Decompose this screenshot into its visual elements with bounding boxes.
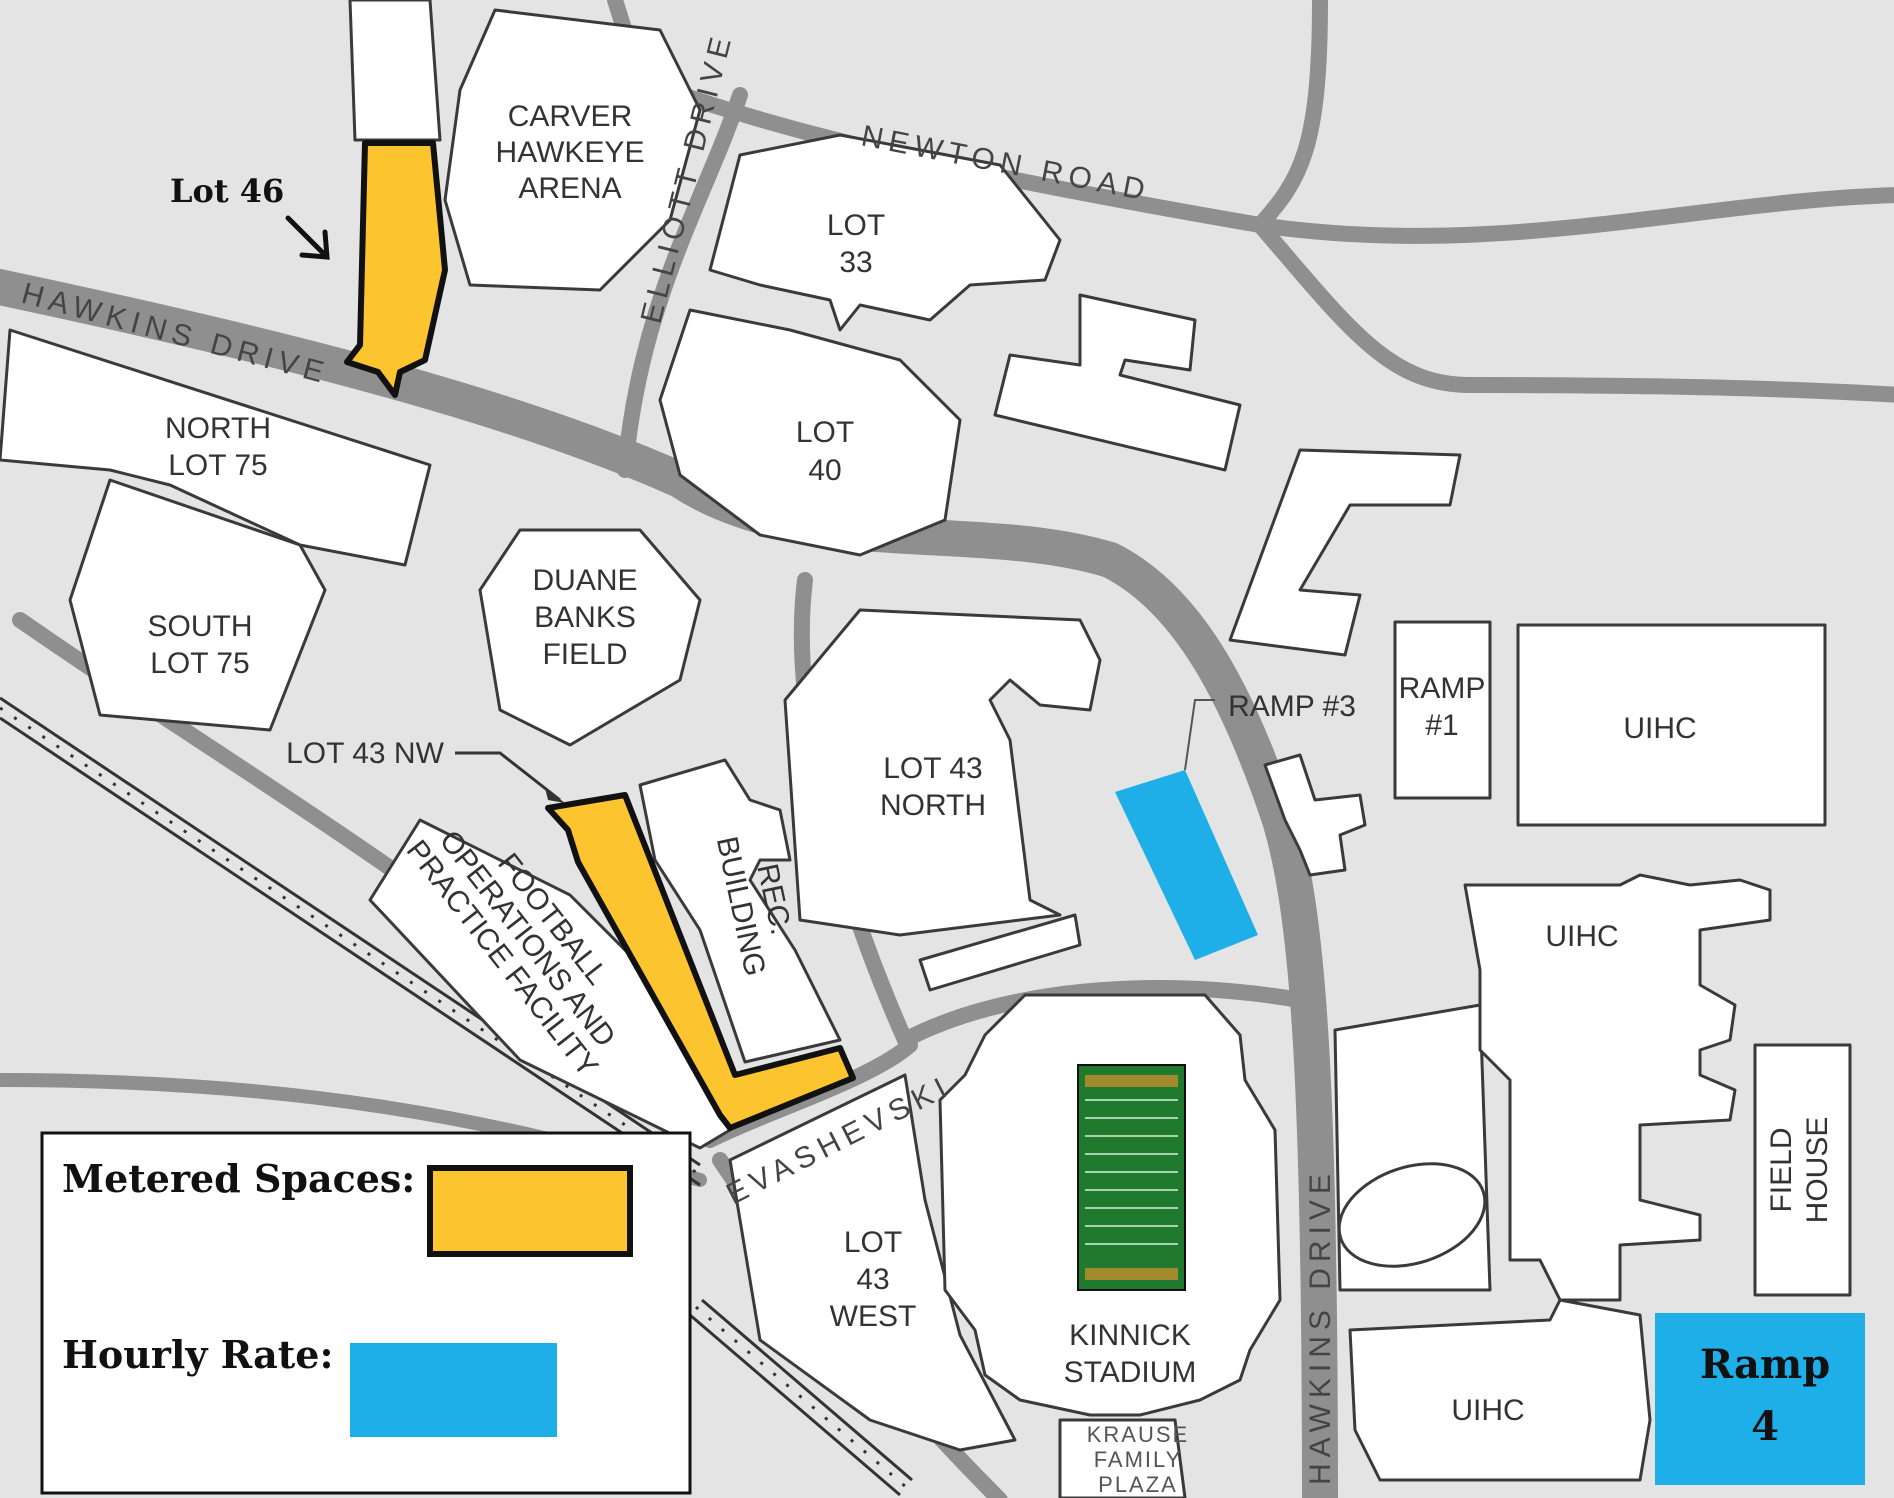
krause-plaza-label-2: FAMILY bbox=[1094, 1447, 1183, 1472]
kinnick-stadium-label-2: STADIUM bbox=[1064, 1356, 1197, 1389]
h-shaped-building bbox=[993, 293, 1242, 472]
carver-arena-label-3: ARENA bbox=[518, 172, 621, 205]
lot-43-nw-metered-area[interactable] bbox=[545, 792, 856, 1131]
lot-43-nw-leader-arrowhead bbox=[545, 788, 565, 803]
lot-43-north-shape bbox=[783, 608, 1102, 937]
legend-hourly-swatch bbox=[350, 1343, 557, 1437]
legend-hourly-label: Hourly Rate: bbox=[62, 1332, 333, 1377]
duane-banks-label-2: BANKS bbox=[534, 601, 636, 634]
north-lot-75-shape bbox=[0, 328, 432, 567]
duane-banks-field-shape bbox=[478, 528, 702, 747]
ramp-1-label-1: RAMP bbox=[1399, 672, 1486, 705]
south-lot-75-shape bbox=[68, 478, 327, 732]
legend-metered-swatch bbox=[427, 1165, 633, 1257]
lot-46-metered-area[interactable] bbox=[344, 140, 448, 398]
north-loop-road bbox=[1252, 217, 1894, 403]
uihc-middle-label: UIHC bbox=[1545, 920, 1618, 953]
carver-arena-label-1: CARVER bbox=[508, 100, 632, 133]
lot-33-label-2: 33 bbox=[839, 246, 872, 279]
ramp-4-label-2: 4 bbox=[1751, 1403, 1779, 1450]
lot-43-north-label-1: LOT 43 bbox=[883, 752, 983, 785]
football-facility-shape bbox=[368, 818, 732, 1150]
uihc-bottom-label: UIHC bbox=[1451, 1394, 1524, 1427]
c-shaped-building bbox=[1228, 448, 1462, 657]
north-lot-75-label-1: NORTH bbox=[165, 412, 271, 445]
lot-43-nw-leader-line bbox=[455, 751, 561, 802]
lot-43-north-label-2: NORTH bbox=[880, 789, 986, 822]
uihc-middle-complex bbox=[1463, 873, 1772, 1302]
lot-33-label-1: LOT bbox=[827, 209, 885, 242]
ramp-1-label-2: #1 bbox=[1425, 709, 1458, 742]
krause-plaza-shape bbox=[1058, 1418, 1187, 1498]
hawkins-drive-east-label: HAWKINS DRIVE bbox=[1304, 1168, 1337, 1485]
ramp-3-structure bbox=[1263, 753, 1367, 877]
east-oval bbox=[1337, 1162, 1487, 1268]
south-lot-75-label-2: LOT 75 bbox=[150, 647, 250, 680]
rec-building-shape bbox=[638, 758, 842, 1064]
lot-43-west-shape bbox=[728, 1073, 1017, 1452]
carver-arena-label-2: HAWKEYE bbox=[496, 136, 645, 169]
north-lot-75-label-2: LOT 75 bbox=[168, 449, 268, 482]
ramp-4-hourly-area[interactable] bbox=[1655, 1313, 1865, 1485]
lot-43-west-label-1: LOT bbox=[844, 1226, 902, 1259]
lot-43-west-label-3: WEST bbox=[830, 1300, 917, 1333]
north-top-building bbox=[348, 0, 442, 142]
ramp-1-building bbox=[1393, 620, 1492, 800]
kinnick-north-road bbox=[897, 980, 1308, 1048]
south-lot-75-label-1: SOUTH bbox=[148, 610, 253, 643]
uihc-top-building bbox=[1516, 623, 1827, 827]
krause-plaza-label-3: PLAZA bbox=[1098, 1472, 1178, 1497]
field-house-label: FIELD HOUSE bbox=[1765, 1117, 1834, 1224]
lot-40-label-1: LOT bbox=[796, 416, 854, 449]
lot-40-label-2: 40 bbox=[808, 454, 841, 487]
carver-hawkeye-arena bbox=[443, 8, 702, 292]
lot-43-north-strip bbox=[918, 913, 1082, 992]
ramp-4-label-1: Ramp bbox=[1700, 1341, 1830, 1388]
uihc-top-label: UIHC bbox=[1623, 712, 1696, 745]
elliott-drive-road bbox=[617, 87, 748, 478]
field-house-label-2: HOUSE bbox=[1801, 1117, 1834, 1224]
krause-plaza-label-1: KRAUSE bbox=[1087, 1422, 1189, 1447]
ramp-3-label: RAMP #3 bbox=[1228, 690, 1356, 723]
football-field bbox=[1077, 1064, 1186, 1291]
uihc-bottom-building bbox=[1348, 1298, 1652, 1482]
lot-46-callout-label: Lot 46 bbox=[170, 172, 284, 210]
duane-banks-label-1: DUANE bbox=[532, 564, 637, 597]
lot-33-shape bbox=[708, 133, 1062, 332]
legend-metered-label: Metered Spaces: bbox=[62, 1156, 415, 1201]
duane-banks-label-3: FIELD bbox=[542, 638, 627, 671]
hawkins-drive-west-road bbox=[0, 268, 1338, 1498]
lot-43-nw-label: LOT 43 NW bbox=[286, 737, 445, 770]
field-house-building bbox=[1753, 1043, 1852, 1297]
buildings bbox=[0, 0, 1852, 1498]
ramp-3-leader-line bbox=[1184, 699, 1215, 771]
lot-46-arrow-icon bbox=[285, 215, 330, 260]
field-house-label-1: FIELD bbox=[1765, 1127, 1798, 1212]
northeast-road bbox=[1252, 0, 1328, 233]
map-legend: Metered Spaces: Hourly Rate: bbox=[40, 1131, 692, 1495]
lot-40-shape bbox=[658, 308, 962, 557]
lot-43-west-label-2: 43 bbox=[856, 1263, 889, 1296]
ramp-3-hourly-area[interactable] bbox=[1115, 770, 1258, 960]
kinnick-stadium-label-1: KINNICK bbox=[1069, 1319, 1191, 1352]
railroad-bottom bbox=[689, 1298, 913, 1497]
